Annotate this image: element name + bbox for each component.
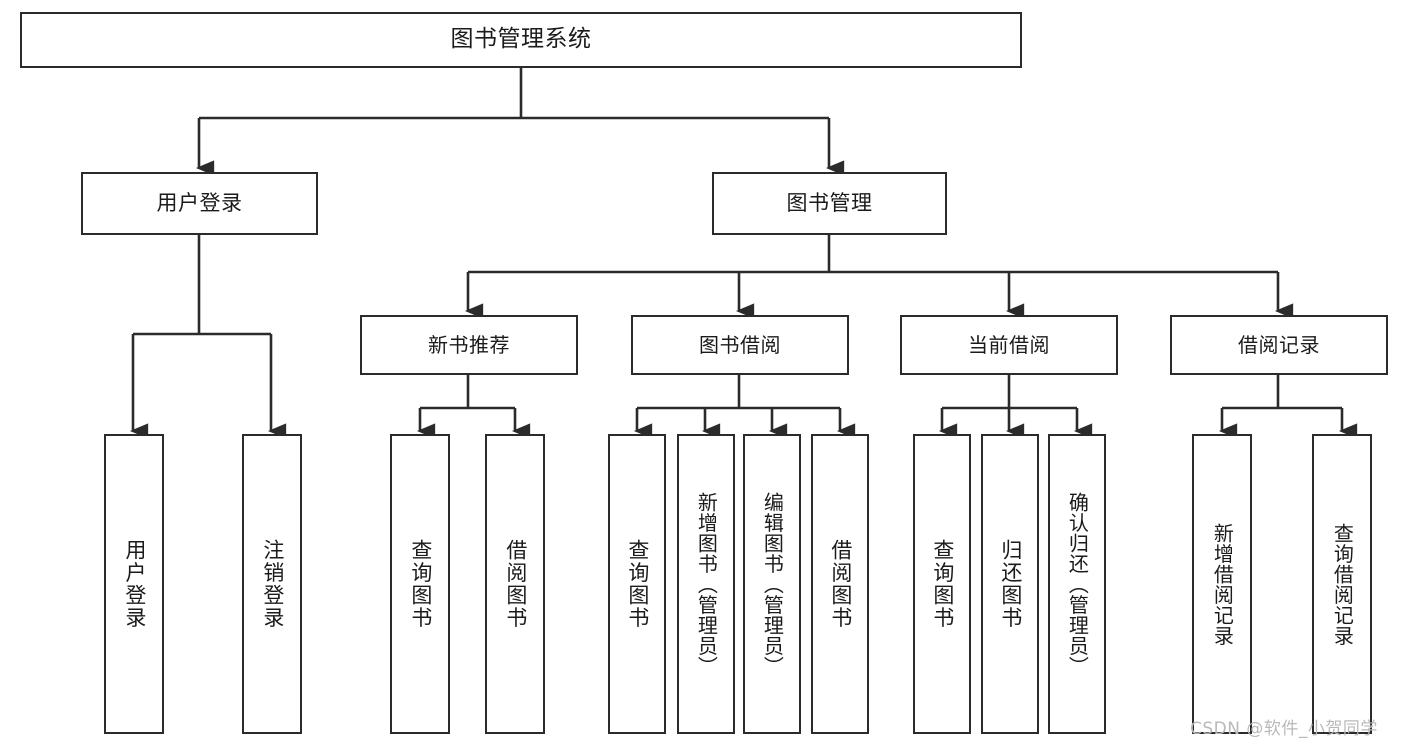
node-label: 编辑图书（管理员） [760, 491, 785, 677]
node-current-borrow[interactable]: 当前借阅 [900, 315, 1118, 375]
node-leaf-return-book[interactable]: 归还图书 [981, 434, 1039, 734]
node-book-management-system[interactable]: 图书管理系统 [20, 12, 1022, 68]
node-leaf-logout-login[interactable]: 注销登录 [242, 434, 302, 734]
node-label: 新书推荐 [428, 332, 510, 357]
node-label: 用户登录 [122, 539, 147, 629]
node-label: 当前借阅 [968, 332, 1050, 357]
node-label: 借阅记录 [1238, 332, 1320, 357]
node-label: 归还图书 [998, 539, 1023, 629]
node-label: 确认归还（管理员） [1065, 491, 1090, 677]
node-label: 查询借阅记录 [1330, 522, 1355, 646]
node-leaf-confirm-return[interactable]: 确认归还（管理员） [1048, 434, 1106, 734]
node-user-login[interactable]: 用户登录 [81, 172, 318, 235]
node-leaf-query-record[interactable]: 查询借阅记录 [1312, 434, 1372, 734]
node-label: 查询图书 [930, 539, 955, 629]
node-leaf-borrow-book-1[interactable]: 借阅图书 [485, 434, 545, 734]
node-leaf-user-login[interactable]: 用户登录 [104, 434, 164, 734]
node-leaf-edit-book[interactable]: 编辑图书（管理员） [743, 434, 801, 734]
node-label: 图书管理系统 [450, 26, 592, 53]
node-borrow-record[interactable]: 借阅记录 [1170, 315, 1388, 375]
node-label: 图书借阅 [699, 332, 781, 357]
node-label: 新增借阅记录 [1210, 522, 1235, 646]
node-label: 用户登录 [156, 190, 243, 215]
node-label: 借阅图书 [503, 539, 528, 629]
node-new-book-recommend[interactable]: 新书推荐 [360, 315, 578, 375]
node-book-borrow[interactable]: 图书借阅 [631, 315, 849, 375]
node-leaf-add-book[interactable]: 新增图书（管理员） [677, 434, 735, 734]
node-label: 借阅图书 [828, 539, 853, 629]
node-label: 查询图书 [408, 539, 433, 629]
node-book-management[interactable]: 图书管理 [712, 172, 947, 235]
node-label: 查询图书 [625, 539, 650, 629]
node-label: 图书管理 [786, 190, 873, 215]
node-leaf-add-record[interactable]: 新增借阅记录 [1192, 434, 1252, 734]
node-label: 新增图书（管理员） [694, 491, 719, 677]
csdn-watermark: CSDN @软件_小贺同学 [1190, 719, 1378, 739]
node-leaf-borrow-book-2[interactable]: 借阅图书 [811, 434, 869, 734]
node-leaf-query-book-3[interactable]: 查询图书 [913, 434, 971, 734]
node-label: 注销登录 [260, 539, 285, 629]
node-leaf-query-book-1[interactable]: 查询图书 [390, 434, 450, 734]
node-leaf-query-book-2[interactable]: 查询图书 [608, 434, 666, 734]
